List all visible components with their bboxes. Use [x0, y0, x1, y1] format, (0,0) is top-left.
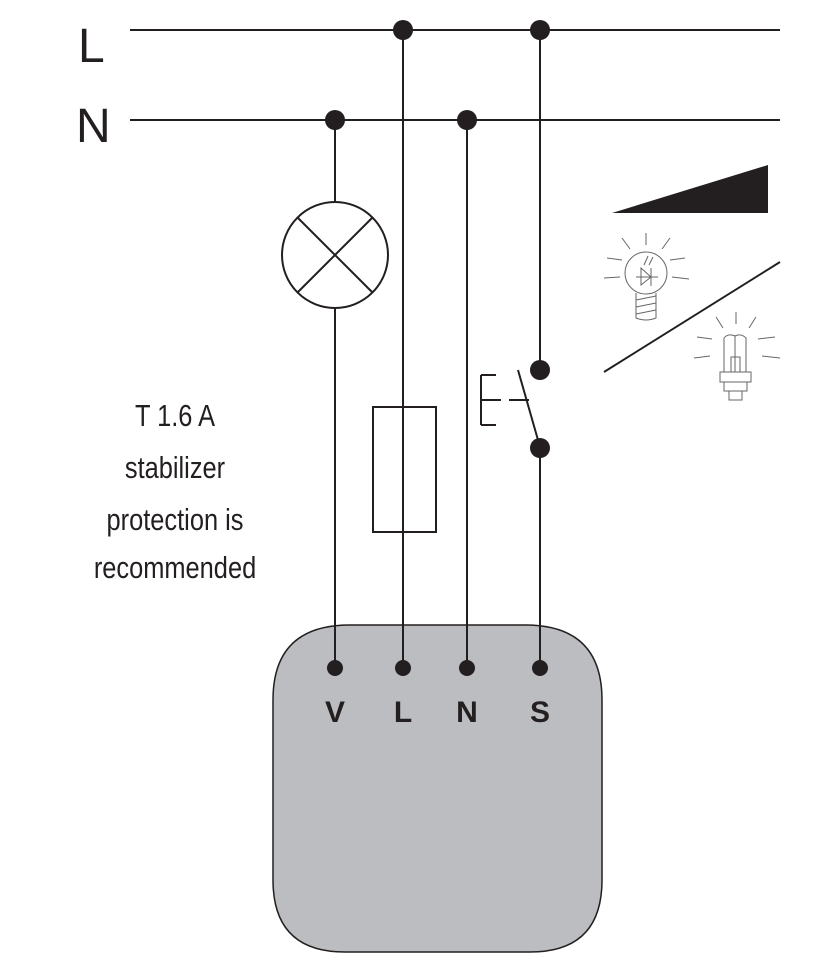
divider-line	[603, 261, 781, 373]
note-line: protection is	[107, 503, 244, 538]
cfl-bulb-icon	[693, 312, 781, 401]
device-body	[272, 624, 603, 953]
live-label: L	[78, 20, 105, 73]
fuse-symbol	[372, 406, 437, 533]
led-bulb-icon	[603, 233, 690, 321]
terminal-s: S	[530, 696, 550, 729]
pushbutton-switch-symbol	[480, 369, 539, 441]
note-line: T 1.6 A	[135, 399, 215, 434]
terminal-n: N	[456, 696, 478, 729]
fuse-note: T 1.6 A stabilizer protection is recomme…	[94, 399, 256, 586]
note-line: recommended	[94, 551, 256, 586]
dimming-ramp-icon	[612, 165, 768, 213]
terminal-v: V	[325, 696, 345, 729]
neutral-label: N	[76, 100, 111, 153]
terminal-l: L	[394, 696, 412, 729]
note-line: stabilizer	[125, 451, 225, 486]
lamp-symbol	[281, 201, 389, 309]
junction-dots	[325, 20, 550, 676]
